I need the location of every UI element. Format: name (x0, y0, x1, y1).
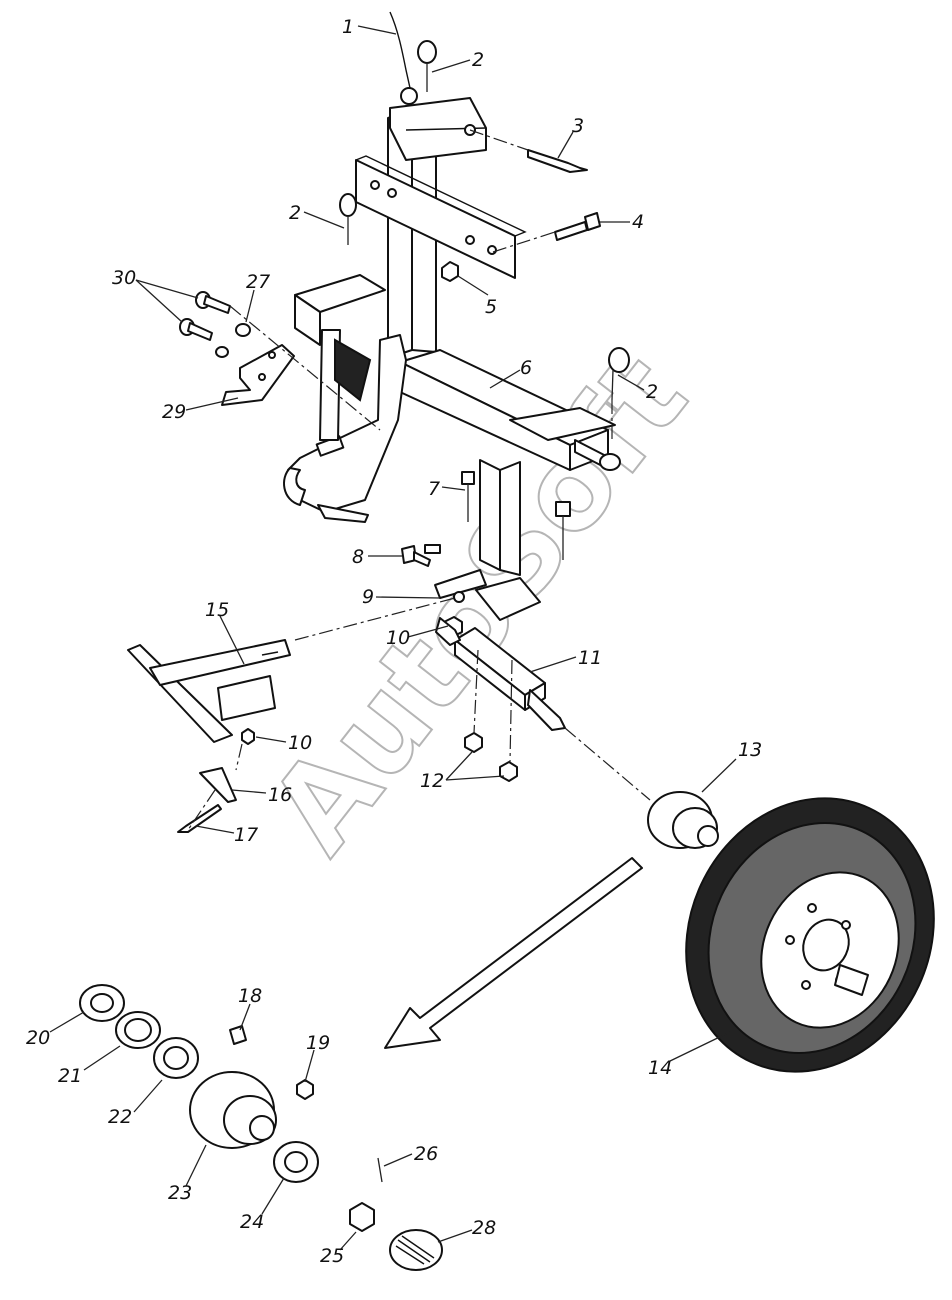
callout-10: 10 (386, 627, 410, 649)
cotter-pin-26 (377, 1157, 383, 1183)
callout-4: 4 (632, 211, 644, 233)
callout-24: 24 (240, 1211, 264, 1233)
callout-15: 15 (205, 599, 229, 621)
callout-leaders (49, 25, 737, 1251)
lock-pin-right (608, 347, 630, 401)
castle-nut-25 (349, 1202, 375, 1232)
callout-2: 2 (289, 202, 301, 224)
callout-9: 9 (362, 586, 374, 608)
nut-19 (296, 1079, 314, 1100)
callout-28: 28 (472, 1217, 496, 1239)
nut-12b (499, 761, 518, 782)
bolt-right (555, 501, 571, 560)
hub-13 (647, 791, 719, 849)
bracket-plate (475, 577, 541, 621)
assembly-lines (187, 129, 651, 831)
wheel-14 (685, 797, 935, 1073)
nut-5 (441, 261, 459, 282)
frame-assembly (283, 11, 621, 576)
hitch-hook (283, 467, 306, 506)
plow-shank (287, 334, 407, 513)
bolt-8 (401, 544, 441, 567)
callout-21: 21 (58, 1065, 82, 1087)
callout-20: 20 (26, 1027, 50, 1049)
bolt-4 (554, 212, 601, 241)
nut-10b (241, 728, 255, 745)
callout-30: 30 (112, 267, 136, 289)
callout-22: 22 (108, 1106, 132, 1128)
bolt-7 (461, 471, 475, 522)
callout-3: 3 (572, 115, 584, 137)
hitch-pin (527, 149, 588, 173)
washer-27b (215, 346, 229, 358)
cross-plate (355, 159, 516, 279)
washer-27 (235, 323, 251, 337)
lock-pin-left (339, 193, 357, 245)
callout-2: 2 (472, 49, 484, 71)
callout-29: 29 (162, 401, 186, 423)
cable-eye (400, 87, 418, 105)
callout-26: 26 (414, 1143, 438, 1165)
callout-17: 17 (234, 824, 258, 846)
callout-19: 19 (306, 1032, 330, 1054)
plow-blade (317, 504, 369, 523)
lock-pin-top (417, 40, 437, 92)
callout-12: 12 (420, 770, 444, 792)
cap-28 (389, 1229, 443, 1271)
callout-2: 2 (646, 381, 658, 403)
callout-14: 14 (648, 1057, 672, 1079)
screw-17 (177, 804, 222, 833)
bolts-30 (179, 291, 231, 341)
stand-15 (127, 639, 291, 743)
callout-27: 27 (246, 271, 270, 293)
callout-10: 10 (288, 732, 312, 754)
callout-7: 7 (428, 478, 440, 500)
callout-6: 6 (520, 357, 532, 379)
axle-shaft-end (599, 453, 621, 471)
plate-29 (221, 344, 295, 406)
lower-support (479, 459, 501, 571)
callout-labels: 1 2 3 2 4 5 30 27 6 2 29 7 8 9 15 10 11 … (26, 16, 762, 1267)
callout-8: 8 (352, 546, 364, 568)
callout-1: 1 (342, 16, 354, 38)
axle-11 (435, 617, 566, 731)
callout-13: 13 (738, 739, 762, 761)
plate-16 (199, 767, 237, 803)
bolt-18 (229, 1025, 247, 1045)
callout-5: 5 (485, 296, 497, 318)
callout-11: 11 (578, 647, 602, 669)
callout-16: 16 (268, 784, 292, 806)
hub-exploded-parts (79, 984, 443, 1271)
cable-part (389, 11, 411, 89)
callout-23: 23 (168, 1182, 192, 1204)
direction-arrow (384, 857, 643, 1049)
bracket-9 (434, 569, 487, 599)
callout-25: 25 (320, 1245, 344, 1267)
nut-12a (464, 732, 483, 753)
callout-18: 18 (238, 985, 262, 1007)
